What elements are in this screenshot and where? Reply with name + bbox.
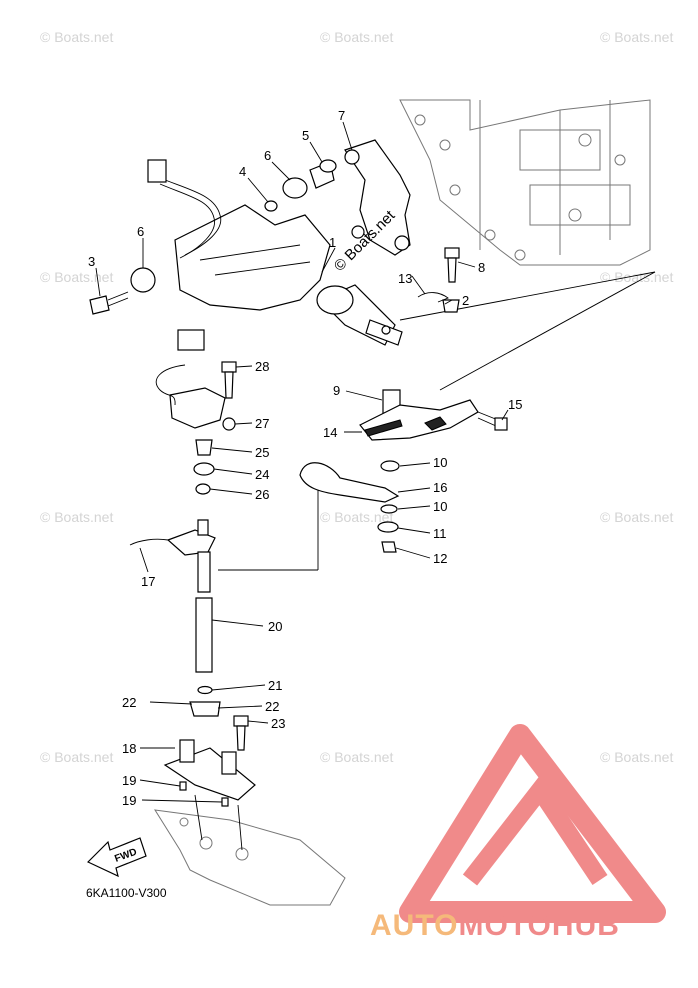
callout-10-lower: 10 bbox=[433, 499, 447, 514]
part-19-pin bbox=[179, 781, 187, 791]
lower-housing bbox=[154, 794, 346, 906]
watermark-layer: © Boats.net © Boats.net © Boats.net © Bo… bbox=[40, 29, 673, 765]
callout-4: 4 bbox=[239, 164, 246, 179]
logo-text-part3: HUB bbox=[552, 909, 620, 942]
callout-22-left: 22 bbox=[122, 695, 136, 710]
callout-19-lower: 19 bbox=[122, 793, 136, 808]
watermark: © Boats.net bbox=[600, 29, 673, 45]
watermark: © Boats.net bbox=[40, 269, 113, 285]
automotohub-logo: AUTOMOTOHUB bbox=[370, 724, 666, 942]
connector-icon bbox=[147, 159, 167, 183]
callout-23: 23 bbox=[271, 716, 285, 731]
part-2-bushing bbox=[442, 299, 460, 313]
watermark: © Boats.net bbox=[600, 509, 673, 525]
callout-6-upper: 6 bbox=[264, 148, 271, 163]
callout-16: 16 bbox=[433, 480, 447, 495]
callout-3: 3 bbox=[88, 254, 95, 269]
part-11-washer bbox=[377, 521, 399, 533]
logo-text-part1: AUTO bbox=[370, 909, 458, 942]
callout-21: 21 bbox=[268, 678, 282, 693]
connector-icon bbox=[177, 329, 205, 351]
part-10-washer bbox=[380, 504, 398, 514]
logo-text-part2: MOTO bbox=[458, 909, 551, 942]
part-6-bushing-upper bbox=[282, 177, 308, 199]
callout-18: 18 bbox=[122, 741, 136, 756]
watermark: © Boats.net bbox=[40, 749, 113, 765]
part-26-clip bbox=[195, 483, 211, 495]
part-8-bolt bbox=[444, 247, 460, 283]
callout-12: 12 bbox=[433, 551, 447, 566]
part-14-lever bbox=[359, 399, 479, 441]
svg-text:AUTOMOTOHUB: AUTOMOTOHUB bbox=[370, 909, 620, 942]
callout-27: 27 bbox=[255, 416, 269, 431]
logo-triangle-icon bbox=[399, 724, 666, 923]
part-5-collar bbox=[309, 159, 337, 189]
part-13-clip bbox=[417, 292, 449, 303]
part-21-o-ring bbox=[197, 685, 213, 695]
part-23-bolt bbox=[233, 715, 249, 751]
part-6-bushing-lower bbox=[130, 267, 156, 293]
watermark: © Boats.net bbox=[600, 749, 673, 765]
callout-22-right: 22 bbox=[265, 699, 279, 714]
part-27-sensor bbox=[155, 329, 236, 431]
callout-7: 7 bbox=[338, 108, 345, 123]
callout-13: 13 bbox=[398, 271, 412, 286]
engine-block bbox=[399, 99, 651, 266]
part-15-bolt bbox=[477, 411, 508, 431]
callout-10-upper: 10 bbox=[433, 455, 447, 470]
diagram-code: 6KA1100-V300 bbox=[86, 886, 167, 900]
callout-14: 14 bbox=[323, 425, 337, 440]
callout-1: 1 bbox=[329, 235, 336, 250]
watermark: © Boats.net bbox=[600, 269, 673, 285]
part-17-lever bbox=[129, 519, 216, 556]
callout-11: 11 bbox=[433, 526, 447, 541]
part-7-bracket bbox=[344, 139, 411, 256]
part-18-bracket bbox=[163, 739, 256, 801]
part-1-shift-assembly bbox=[147, 159, 403, 346]
callout-26: 26 bbox=[255, 487, 269, 502]
watermark: © Boats.net bbox=[320, 509, 393, 525]
callout-25: 25 bbox=[255, 445, 269, 460]
watermark: © Boats.net bbox=[40, 29, 113, 45]
callout-15: 15 bbox=[508, 397, 522, 412]
callout-8: 8 bbox=[478, 260, 485, 275]
part-22-bushing bbox=[189, 701, 221, 717]
watermark: © Boats.net bbox=[320, 29, 393, 45]
part-16-cam-plate bbox=[299, 462, 400, 503]
callout-9: 9 bbox=[333, 383, 340, 398]
part-25-bushing bbox=[195, 439, 213, 456]
callout-5: 5 bbox=[302, 128, 309, 143]
callout-2: 2 bbox=[462, 293, 469, 308]
fwd-arrow-icon: FWD bbox=[86, 837, 147, 878]
callout-20: 20 bbox=[268, 619, 282, 634]
callout-layer: 1 2 3 4 5 6 6 7 8 9 10 10 11 12 13 14 15… bbox=[88, 108, 522, 808]
part-4-washer bbox=[264, 200, 278, 212]
part-28-bolt bbox=[221, 361, 237, 399]
part-20-shift-rod bbox=[195, 551, 213, 673]
part-3-bolt bbox=[89, 291, 129, 315]
part-12-nut bbox=[381, 541, 397, 553]
callout-28: 28 bbox=[255, 359, 269, 374]
part-24-washer bbox=[193, 462, 215, 476]
part-10-washer bbox=[380, 460, 400, 472]
callout-24: 24 bbox=[255, 467, 269, 482]
logo-inner-icon bbox=[462, 774, 608, 886]
watermark: © Boats.net bbox=[40, 509, 113, 525]
leader-lines bbox=[95, 121, 509, 803]
watermark: © Boats.net bbox=[320, 749, 393, 765]
part-19-pin bbox=[221, 797, 229, 807]
callout-19-upper: 19 bbox=[122, 773, 136, 788]
callout-6-lower: 6 bbox=[137, 224, 144, 239]
callout-17: 17 bbox=[141, 574, 155, 589]
